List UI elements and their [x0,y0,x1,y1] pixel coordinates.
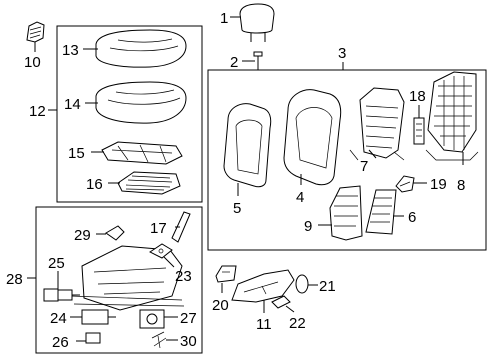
callout-14: 14 [64,96,81,113]
track-group-frame [35,206,203,354]
callout-17: 17 [150,220,167,237]
callout-26: 26 [52,334,69,351]
part-4-back-pad [283,89,342,186]
callout-11: 11 [256,316,272,333]
part-18-lumbar-support [413,117,425,145]
callout-8: 8 [457,177,465,194]
callout-29: 29 [74,227,91,244]
callout-16: 16 [86,176,103,193]
part-17-guide-bar [171,211,191,243]
part-1-headrest [239,3,275,42]
callout-27: 27 [180,310,197,327]
part-20-switch [215,265,237,283]
part-7-back-frame [349,87,405,161]
part-29-clip [105,225,125,241]
callout-18: 18 [409,88,426,105]
callout-4: 4 [296,189,304,206]
part-15-cushion-mat [101,141,183,165]
callout-5: 5 [233,200,241,217]
cushion-group-frame [56,25,203,203]
part-25-motor [43,288,80,302]
callout-30: 30 [180,333,197,350]
callout-25: 25 [48,255,65,272]
callout-7: 7 [360,158,368,175]
callout-24: 24 [50,310,67,327]
callout-6: 6 [408,209,416,226]
callout-22: 22 [289,315,306,332]
part-6-perforated-pad [365,189,397,235]
callout-19: 19 [430,176,447,193]
part-seat-track-assembly [69,245,185,311]
callout-9: 9 [304,218,312,235]
part-27-motor [139,309,165,329]
part-19-bracket [395,175,415,193]
part-14-cushion-pad [95,81,187,124]
part-16-heater-pad [117,171,181,195]
part-24-actuator [81,309,116,325]
callout-21: 21 [319,278,336,295]
callout-15: 15 [68,145,85,162]
callout-23: 23 [175,268,192,285]
part-8-back-frame-grid [425,71,479,161]
leader-23 [163,256,175,268]
backrest-group-frame [207,69,487,251]
leader-22 [285,305,295,313]
callout-12: 12 [29,103,46,120]
part-22-knob [271,295,291,309]
part-23-pivot [149,243,173,259]
callout-13: 13 [62,42,79,59]
part-26-connector [85,332,101,344]
callout-28: 28 [6,271,23,288]
part-13-cushion-cover [95,29,187,68]
part-10-cover [26,21,45,43]
part-11-side-shield [231,269,295,303]
callout-3: 3 [338,45,346,62]
leader-7 [368,149,377,159]
callout-20: 20 [212,297,229,314]
callout-10: 10 [24,54,41,71]
callout-1: 1 [220,10,228,27]
part-30-wire-clip [151,331,167,349]
part-21-knob [295,274,309,294]
part-9-back-heater [329,185,363,241]
part-5-back-cover [223,103,272,188]
part-2-headrest-guide [253,51,263,70]
callout-2: 2 [230,54,238,71]
